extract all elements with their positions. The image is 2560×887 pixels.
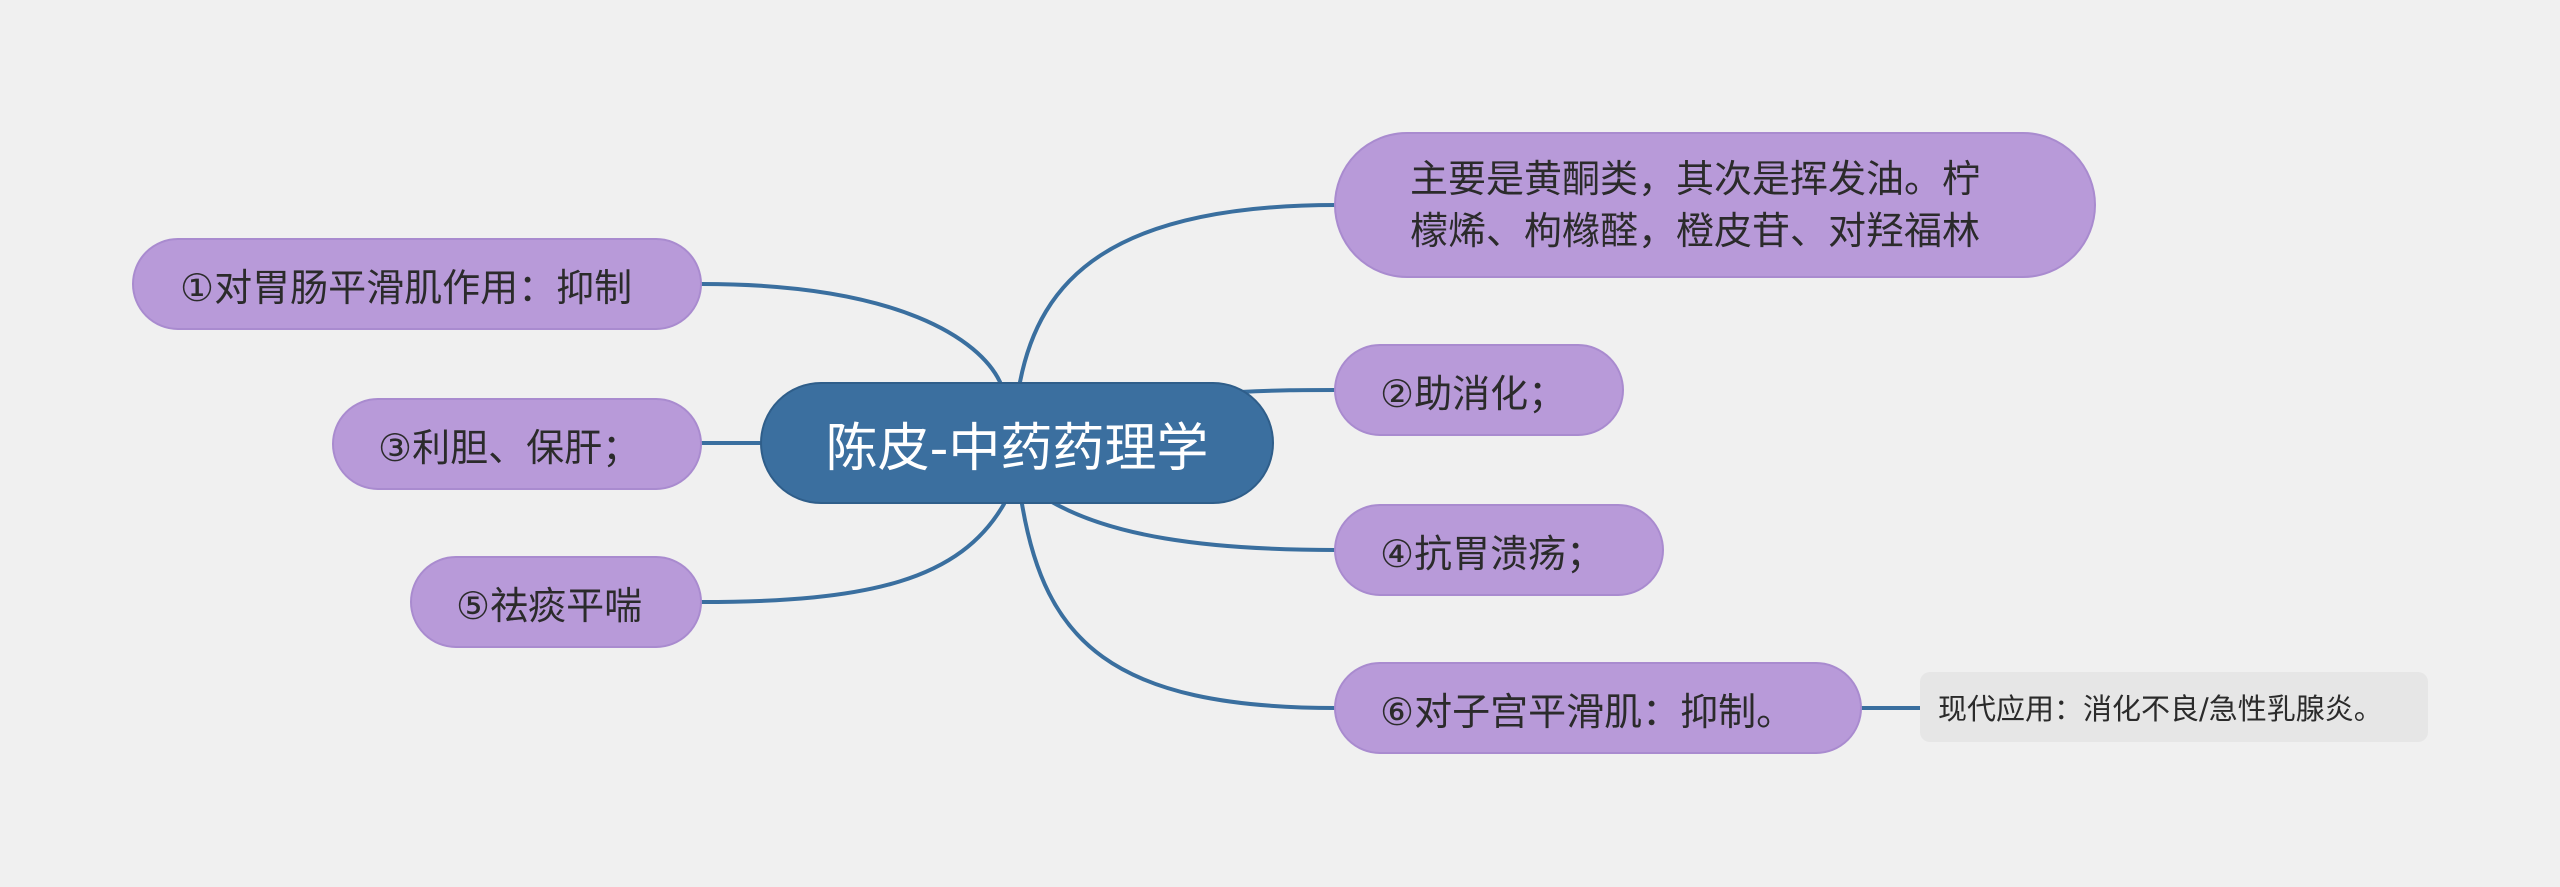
branch-node-label: ②助消化；	[1380, 371, 1567, 416]
branch-node-uterine-muscle[interactable]: ⑥对子宫平滑肌：抑制。	[1334, 662, 1862, 754]
branch-node-label: ③利胆、保肝；	[378, 425, 641, 470]
branch-node-label: ⑤祛痰平喘	[456, 583, 643, 628]
branch-node-constituents[interactable]: 主要是黄酮类，其次是挥发油。柠 檬烯、枸橼醛，橙皮苷、对羟福林	[1334, 132, 2096, 278]
branch-node-anti-ulcer[interactable]: ④抗胃溃疡；	[1334, 504, 1664, 596]
root-node[interactable]: 陈皮-中药药理学	[760, 382, 1274, 504]
root-node-label: 陈皮-中药药理学	[825, 418, 1209, 479]
branch-node-label: 主要是黄酮类，其次是挥发油。柠 檬烯、枸橼醛，橙皮苷、对羟福林	[1410, 157, 1981, 253]
branch-node-label: ①对胃肠平滑肌作用：抑制	[180, 265, 633, 310]
connector-uterus	[1020, 502, 1338, 710]
note-node-clinical-use[interactable]: 现代应用：消化不良/急性乳腺炎。	[1920, 672, 2428, 742]
branch-node-gi-smooth-muscle[interactable]: ①对胃肠平滑肌作用：抑制	[132, 238, 702, 330]
connector-ulcer	[1050, 500, 1338, 552]
branch-node-digestion[interactable]: ②助消化；	[1334, 344, 1624, 436]
connector-phlegm	[700, 502, 1006, 604]
branch-node-label: ④抗胃溃疡；	[1380, 531, 1605, 576]
branch-node-label: ⑥对子宫平滑肌：抑制。	[1380, 689, 1795, 734]
connector-digest	[1238, 388, 1338, 394]
branch-node-choleretic-liver[interactable]: ③利胆、保肝；	[332, 398, 702, 490]
note-node-label: 现代应用：消化不良/急性乳腺炎。	[1938, 692, 2383, 726]
connector-main	[1018, 203, 1338, 384]
connector-stomach	[700, 282, 1002, 384]
branch-node-expectorant[interactable]: ⑤祛痰平喘	[410, 556, 702, 648]
